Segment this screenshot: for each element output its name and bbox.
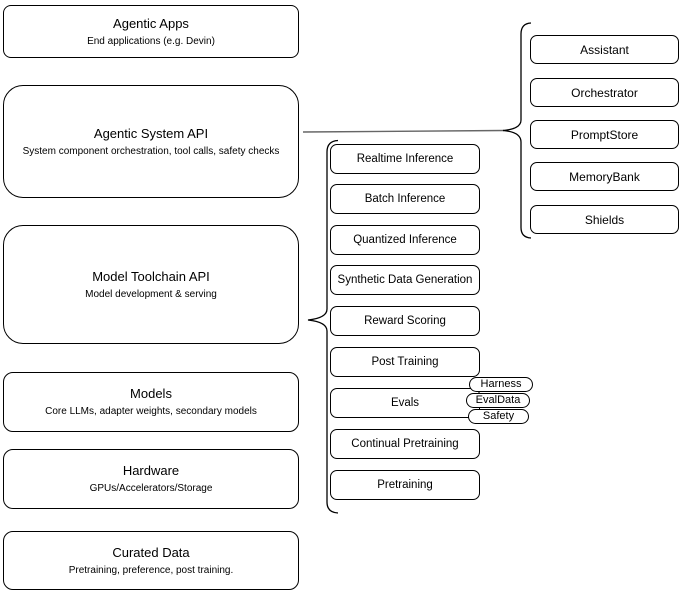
node-label: Post Training — [371, 356, 439, 368]
node-label: Realtime Inference — [356, 153, 454, 165]
node-title: Agentic System API — [93, 125, 209, 141]
pill-evaldata: EvalData — [466, 393, 530, 408]
node-batch-inference: Batch Inference — [330, 184, 480, 214]
node-realtime-inference: Realtime Inference — [330, 144, 480, 174]
node-label: Quantized Inference — [353, 234, 457, 246]
node-title: Models — [130, 386, 172, 401]
node-models: Models Core LLMs, adapter weights, secon… — [3, 372, 299, 432]
node-subtitle: End applications (e.g. Devin) — [87, 35, 215, 47]
node-orchestrator: Orchestrator — [530, 78, 679, 107]
node-label: MemoryBank — [569, 169, 640, 184]
node-subtitle: Pretraining, preference, post training. — [68, 564, 234, 576]
node-promptstore: PromptStore — [530, 120, 679, 149]
node-reward-scoring: Reward Scoring — [330, 306, 480, 336]
node-label: Pretraining — [377, 479, 433, 491]
node-label: Shields — [584, 212, 625, 227]
node-shields: Shields — [530, 205, 679, 234]
node-label: PromptStore — [570, 127, 639, 142]
pill-harness: Harness — [469, 377, 533, 392]
pill-safety: Safety — [468, 409, 529, 424]
node-evals: Evals — [330, 388, 480, 418]
agentic-api-to-components-line — [302, 129, 505, 133]
node-label: Orchestrator — [571, 85, 638, 100]
node-synthetic-data-generation: Synthetic Data Generation — [330, 265, 480, 295]
node-label: Reward Scoring — [364, 315, 446, 327]
node-hardware: Hardware GPUs/Accelerators/Storage — [3, 449, 299, 509]
node-title: Model Toolchain API — [92, 268, 210, 284]
node-label: Synthetic Data Generation — [337, 274, 473, 286]
node-agentic-system-api: Agentic System API System component orch… — [3, 85, 299, 198]
node-title: Hardware — [122, 463, 180, 478]
node-label: Evals — [390, 397, 420, 409]
node-quantized-inference: Quantized Inference — [330, 225, 480, 255]
node-agentic-apps: Agentic Apps End applications (e.g. Devi… — [3, 5, 299, 58]
node-assistant: Assistant — [530, 35, 679, 64]
node-label: Batch Inference — [364, 193, 446, 205]
node-subtitle: GPUs/Accelerators/Storage — [89, 483, 213, 494]
pill-label: Harness — [480, 378, 522, 390]
node-memorybank: MemoryBank — [530, 162, 679, 191]
node-continual-pretraining: Continual Pretraining — [330, 429, 480, 459]
node-title: Agentic Apps — [113, 15, 189, 31]
node-post-training: Post Training — [330, 347, 480, 377]
node-pretraining: Pretraining — [330, 470, 480, 500]
system-components-brace — [502, 22, 532, 239]
node-label: Continual Pretraining — [351, 438, 459, 450]
node-title: Curated Data — [112, 544, 190, 560]
pill-label: Safety — [482, 410, 515, 422]
toolchain-group-brace — [307, 139, 339, 514]
node-subtitle: System component orchestration, tool cal… — [22, 145, 280, 157]
node-subtitle: Model development & serving — [85, 288, 217, 300]
node-model-toolchain-api: Model Toolchain API Model development & … — [3, 225, 299, 344]
node-subtitle: Core LLMs, adapter weights, secondary mo… — [45, 406, 257, 417]
node-curated-data: Curated Data Pretraining, preference, po… — [3, 531, 299, 590]
pill-label: EvalData — [475, 394, 521, 406]
node-label: Assistant — [580, 42, 629, 57]
